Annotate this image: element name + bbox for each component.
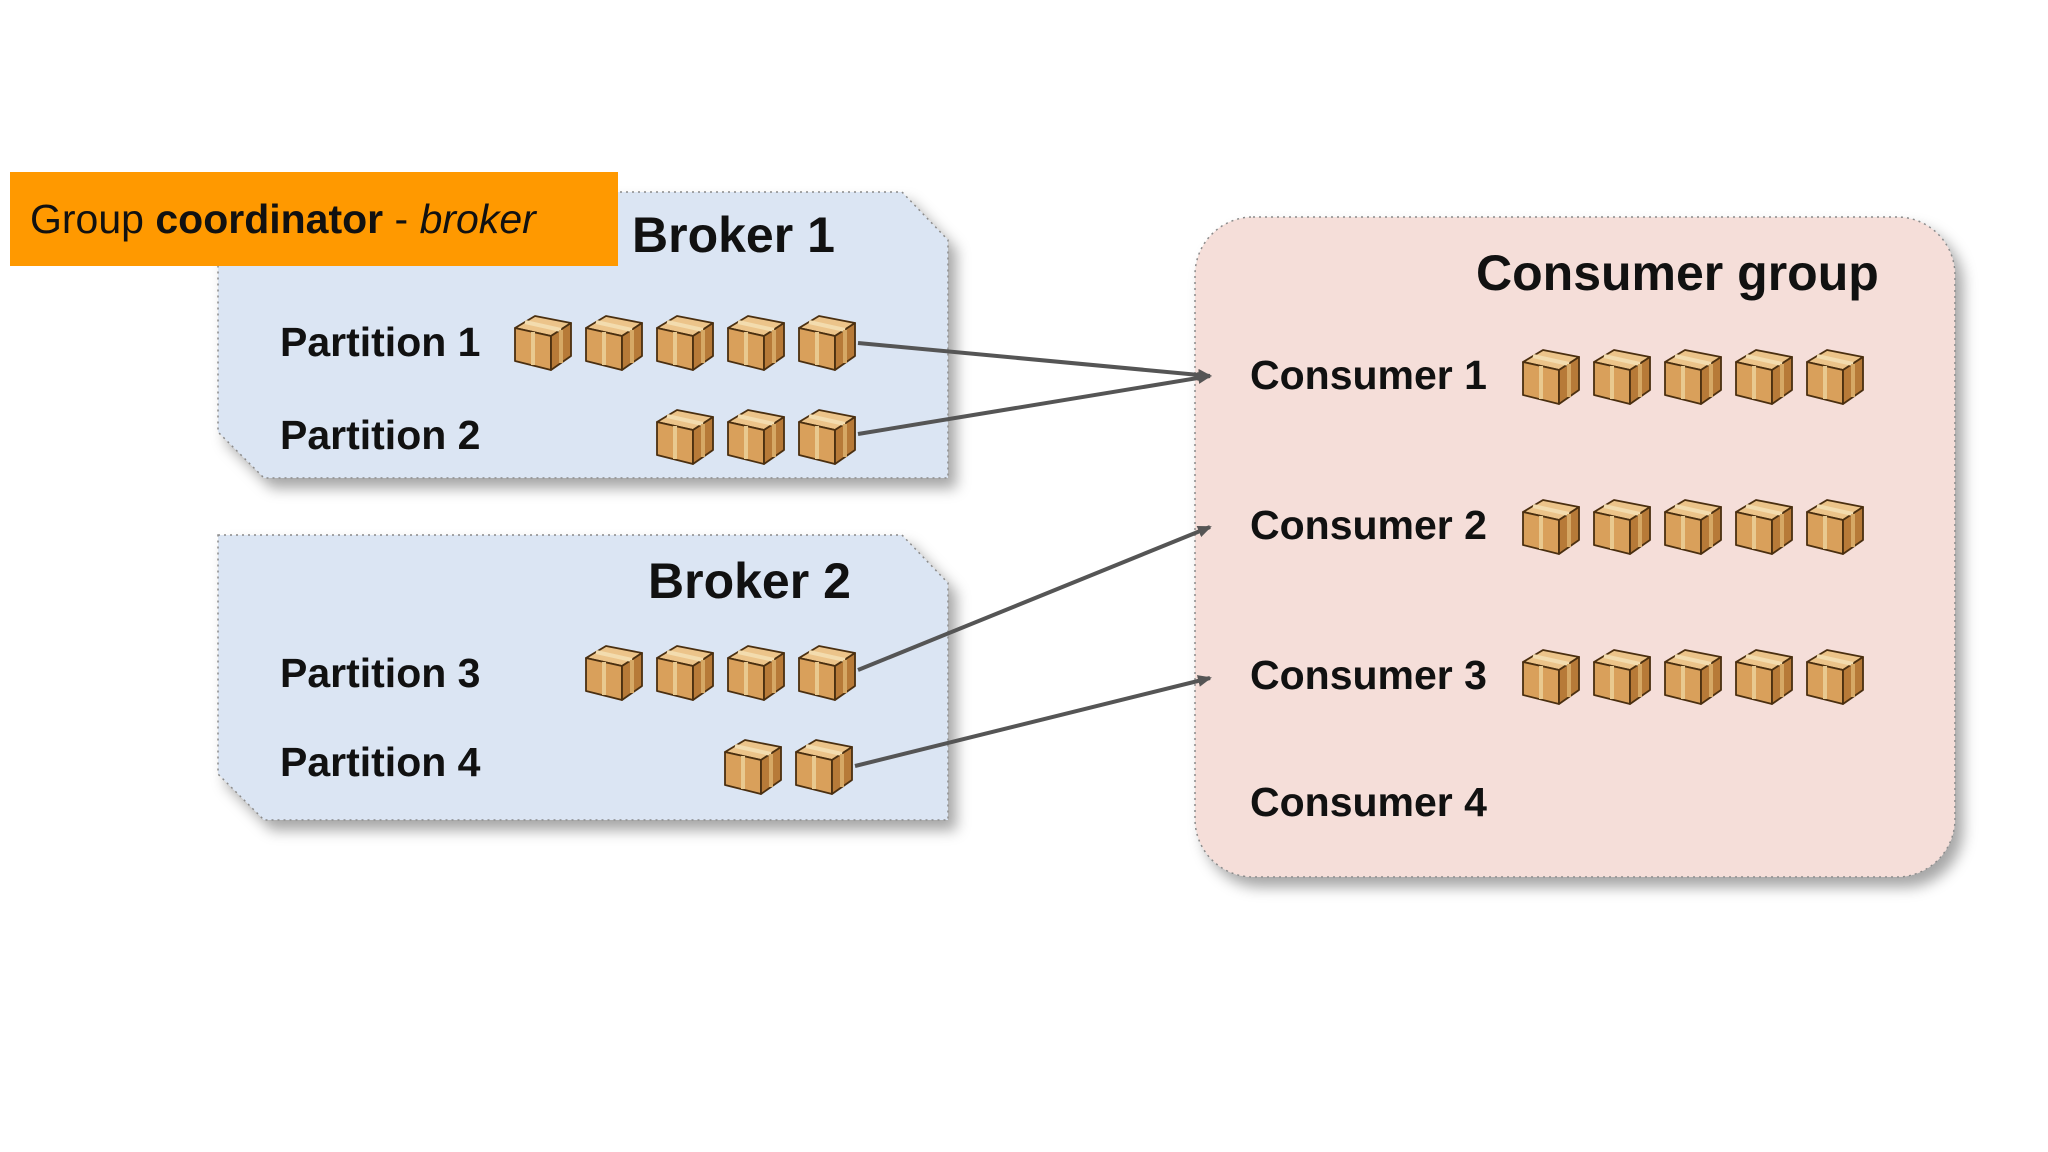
broker-1-title: Broker 1 xyxy=(632,207,835,263)
coordinator-prefix: Group xyxy=(30,195,156,242)
message-box-consumer-2-5 xyxy=(1806,499,1864,555)
arrow-partition-4-to-consumer-3 xyxy=(854,675,1212,768)
message-box-partition-1-4 xyxy=(727,315,785,371)
consumer-1-label: Consumer 1 xyxy=(1250,352,1487,398)
message-box-partition-1-1 xyxy=(514,315,572,371)
coordinator-bold: coordinator xyxy=(155,195,384,242)
message-box-partition-3-4 xyxy=(798,645,856,701)
message-box-partition-2-2 xyxy=(727,409,785,465)
coordinator-italic: broker xyxy=(419,195,536,242)
message-box-partition-2-3 xyxy=(798,409,856,465)
arrow-partition-2-to-consumer-1 xyxy=(857,372,1212,436)
partition-2-label: Partition 2 xyxy=(280,412,481,458)
consumer-4-label: Consumer 4 xyxy=(1250,779,1487,825)
message-box-partition-3-2 xyxy=(656,645,714,701)
coordinator-separator: - xyxy=(383,195,420,242)
message-box-consumer-1-5 xyxy=(1806,349,1864,405)
consumer-group-title: Consumer group xyxy=(1476,245,1879,301)
message-box-consumer-2-4 xyxy=(1735,499,1793,555)
message-box-consumer-1-3 xyxy=(1664,349,1722,405)
partition-1-label: Partition 1 xyxy=(280,319,481,365)
message-box-partition-4-1 xyxy=(724,739,782,795)
message-box-consumer-2-3 xyxy=(1664,499,1722,555)
message-box-partition-1-2 xyxy=(585,315,643,371)
group-coordinator-badge: Group coordinator - broker xyxy=(10,172,618,266)
arrow-partition-1-to-consumer-1 xyxy=(857,341,1212,381)
arrow-partition-3-to-consumer-2 xyxy=(857,525,1212,672)
message-box-partition-1-3 xyxy=(656,315,714,371)
message-box-consumer-1-4 xyxy=(1735,349,1793,405)
consumer-2-label: Consumer 2 xyxy=(1250,502,1487,548)
message-box-consumer-2-1 xyxy=(1522,499,1580,555)
message-box-consumer-1-1 xyxy=(1522,349,1580,405)
message-box-consumer-3-4 xyxy=(1735,649,1793,705)
partition-4-label: Partition 4 xyxy=(280,739,481,785)
message-box-partition-3-1 xyxy=(585,645,643,701)
message-box-partition-4-2 xyxy=(795,739,853,795)
message-box-consumer-3-5 xyxy=(1806,649,1864,705)
message-box-consumer-3-1 xyxy=(1522,649,1580,705)
message-box-partition-2-1 xyxy=(656,409,714,465)
consumer-3-label: Consumer 3 xyxy=(1250,652,1487,698)
partition-3-label: Partition 3 xyxy=(280,650,481,696)
message-box-partition-3-3 xyxy=(727,645,785,701)
message-boxes xyxy=(514,315,1864,795)
message-box-consumer-3-2 xyxy=(1593,649,1651,705)
message-box-consumer-3-3 xyxy=(1664,649,1722,705)
assignment-arrows xyxy=(854,341,1212,768)
broker-2-title: Broker 2 xyxy=(648,553,851,609)
message-box-partition-1-5 xyxy=(798,315,856,371)
message-box-consumer-1-2 xyxy=(1593,349,1651,405)
message-box-consumer-2-2 xyxy=(1593,499,1651,555)
